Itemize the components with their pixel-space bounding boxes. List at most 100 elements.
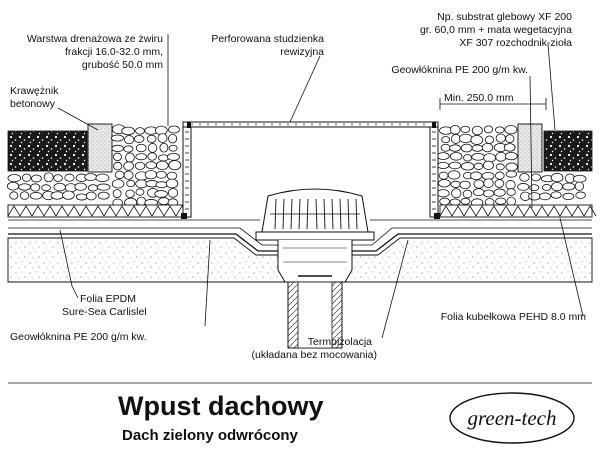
gravel-stone [504, 151, 518, 161]
gravel-stone [494, 179, 505, 188]
gravel-stone [503, 143, 516, 152]
gravel-stone [135, 127, 145, 135]
lid-perforation [191, 123, 425, 126]
gravel-stone [483, 178, 494, 188]
gravel-stone [531, 173, 541, 182]
gravel-stone [483, 189, 495, 198]
gravel-stone [438, 171, 449, 180]
gravel-stone [539, 192, 552, 201]
gravel-stone [134, 161, 146, 170]
dimple-zigzag [439, 205, 597, 217]
gravel-stone [495, 133, 506, 143]
leader-insulation [381, 239, 409, 339]
gravel-stone [168, 125, 180, 134]
gravel-stone [495, 151, 507, 162]
gravel-stone [167, 188, 179, 198]
gravel-stone [460, 162, 475, 171]
gravel-stone [574, 181, 585, 191]
kerb-label-line-1: Krawężnik [10, 85, 59, 97]
soil-substrate-left [7, 130, 88, 172]
gravel-stone [572, 174, 587, 183]
dimple-membrane-right [439, 204, 593, 218]
gravel-stone [113, 161, 123, 171]
roof-layers [6, 123, 597, 283]
annotations: Warstwa drenażowa ze żwiru frakcji 16.0-… [10, 11, 586, 361]
gravel-stone [110, 134, 124, 142]
roof-drain [255, 188, 375, 349]
gravel-stone [168, 144, 178, 152]
gravel-stone [462, 189, 473, 199]
gravel-stone [450, 134, 461, 144]
gravel-label-line-3: grubość 50.0 mm [82, 59, 163, 71]
gravel-stone [551, 182, 563, 192]
drain-pipe-bore [297, 281, 333, 349]
gravel-stone [21, 173, 32, 182]
gravel-stone [135, 153, 148, 161]
gravel-stone [144, 170, 158, 180]
gravel-stone [439, 197, 450, 206]
gravel-stone [18, 183, 31, 191]
gravel-stone [157, 133, 168, 143]
gravel-stone [471, 144, 484, 152]
kerb-label-line-2: betonowy [10, 98, 56, 110]
leader-substrate [547, 43, 556, 131]
gravel-stone [506, 196, 516, 207]
gravel-stone [95, 173, 110, 183]
gravel-stone [550, 191, 562, 199]
gravel-stone [43, 172, 54, 183]
dome-slots [270, 198, 360, 230]
gravel-stone [85, 191, 97, 201]
gravel-stone [19, 191, 30, 200]
gravel-stone [165, 178, 179, 189]
gravel-stone [460, 125, 471, 133]
gravel-stone [485, 135, 494, 144]
gravel-stone [505, 170, 518, 178]
gravel-stone [440, 143, 451, 152]
leader-dimple [559, 217, 584, 317]
gravel-stone [495, 197, 507, 205]
gravel-stone [97, 191, 110, 200]
gravel-stone [550, 172, 564, 183]
title-block: Wpust dachowy Dach zielony odwrócony gre… [8, 382, 592, 444]
gravel-stone [448, 161, 462, 170]
dimple-membrane-label: Folia kubełkowa PEHD 8.0 mm [441, 311, 587, 323]
gravel-stone [495, 163, 505, 171]
gravel-stone [459, 180, 471, 190]
geotextile-bottom-label: Geowłóknina PE 200 g/m kw. [10, 331, 147, 343]
gravel-stone [517, 183, 530, 191]
gravel-stone [493, 188, 506, 197]
gravel-stone [146, 134, 157, 143]
gravel-stone [158, 197, 170, 206]
gravel-stone [123, 145, 134, 153]
logo-oval [449, 392, 575, 444]
soil-substrate-right [543, 130, 593, 172]
epdm-label-line-1: Folia EPDM [80, 293, 136, 305]
gravel-stone [451, 188, 462, 199]
gravel-stone [31, 174, 42, 183]
gravel-stone [9, 191, 19, 200]
gravel-stone [50, 191, 65, 200]
geotextile-top-label: Geowłóknina PE 200 g/m kw. [391, 64, 528, 76]
gravel-stone [470, 171, 483, 181]
gravel-drainage-right [436, 124, 587, 208]
gravel-stone [154, 190, 168, 198]
gravel-stone [436, 189, 450, 198]
gravel-stone [483, 125, 494, 134]
gravel-stone [505, 162, 518, 172]
gravel-stone [133, 135, 145, 143]
drain-dome-grate [261, 188, 369, 233]
gravel-stone [29, 192, 43, 200]
gravel-stone [562, 182, 576, 191]
insulation-label-line-2: (układana bez mocowania) [252, 349, 378, 361]
gravel-stone [114, 170, 125, 180]
gravel-stone [450, 180, 461, 188]
gravel-stone [156, 160, 169, 170]
epdm-label-line-2: Sure-Sea Carlislel [62, 306, 147, 318]
leader-geotextile-top [529, 75, 533, 209]
gravel-stone [471, 152, 485, 161]
gravel-stone [74, 182, 87, 191]
lid-clip-right [432, 122, 436, 128]
gravel-stone [96, 183, 111, 191]
gravel-stone [112, 152, 122, 162]
